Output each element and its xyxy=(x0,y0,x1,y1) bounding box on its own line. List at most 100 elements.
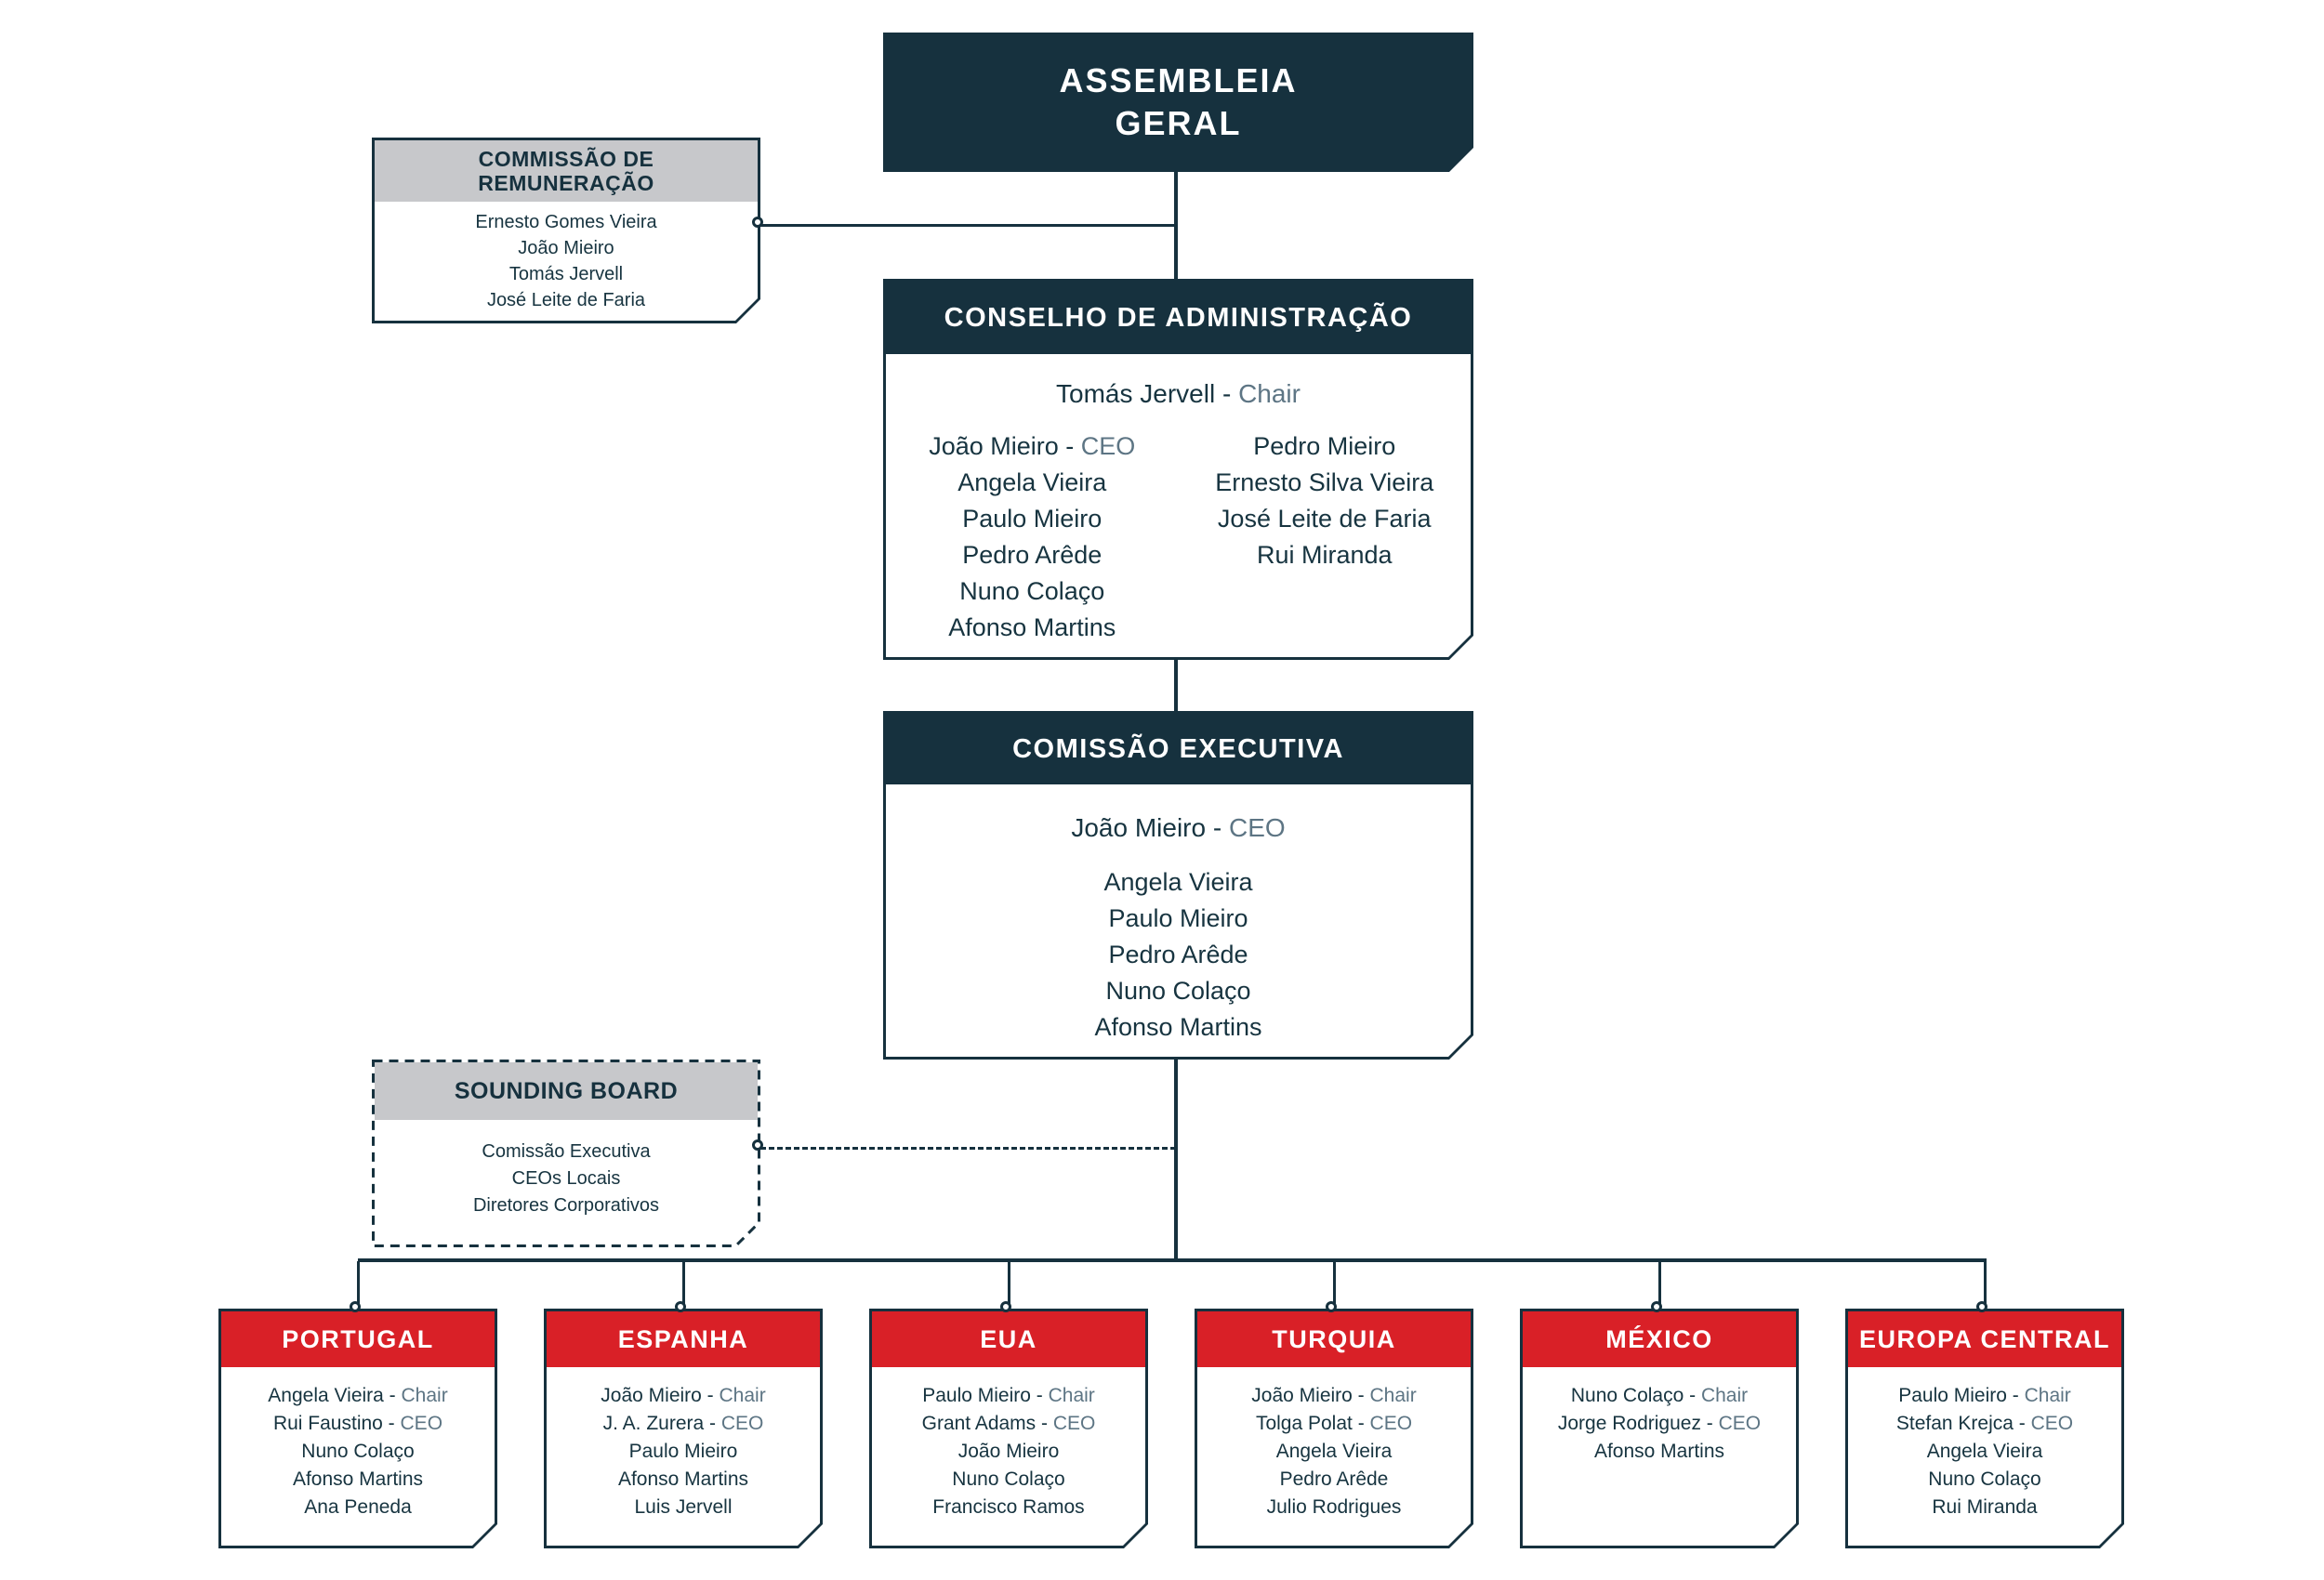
person: Angela Vieira xyxy=(886,864,1471,901)
person-name: Pedro Arêde xyxy=(1108,941,1248,968)
connector-remuneracao xyxy=(760,224,1176,227)
person-name: Paulo Mieiro xyxy=(962,505,1103,533)
region-title: ESPANHA xyxy=(617,1324,749,1353)
executiva-lead: João Mieiro - CEO xyxy=(886,812,1471,844)
person-role: Chair xyxy=(2024,1385,2071,1406)
connector-executiva-bus xyxy=(1174,1060,1178,1261)
person-name: Paulo Mieiro - xyxy=(922,1385,1049,1406)
person-name: Nuno Colaço xyxy=(1928,1468,2041,1490)
person: Paulo Mieiro xyxy=(547,1438,820,1466)
person: Stefan Krejca - CEO xyxy=(1848,1410,2121,1438)
sounding-board-dashed-border xyxy=(372,1060,760,1247)
person: Afonso Martins xyxy=(886,1009,1471,1046)
region-header: ESPANHA xyxy=(547,1311,820,1367)
connector-drop-europa xyxy=(1984,1261,1987,1309)
person-name: Angela Vieira xyxy=(1926,1441,2043,1462)
person: Jorge Rodriguez - CEO xyxy=(1523,1410,1796,1438)
connector-node-portugal xyxy=(350,1301,361,1312)
conselho-title: CONSELHO DE ADMINISTRAÇÃO xyxy=(944,302,1413,333)
person-name: Nuno Colaço - xyxy=(1570,1385,1701,1406)
person: João Mieiro - Chair xyxy=(547,1382,820,1410)
person: Comissão Executiva xyxy=(375,1139,758,1165)
person-name: Paulo Mieiro xyxy=(1108,904,1248,932)
person-name: Angela Vieira xyxy=(1275,1441,1393,1462)
person-role: Chair xyxy=(1238,379,1301,408)
person-name: João Mieiro - xyxy=(1071,813,1229,842)
connector-node-eua xyxy=(1000,1301,1011,1312)
person-name: Grant Adams - xyxy=(921,1413,1053,1434)
person: Rui Faustino - CEO xyxy=(221,1410,495,1438)
person: Paulo Mieiro - Chair xyxy=(872,1382,1145,1410)
person-name: Paulo Mieiro - xyxy=(1898,1385,2025,1406)
person-role: Chair xyxy=(1369,1385,1417,1406)
person: João Mieiro - CEO xyxy=(886,812,1471,844)
person: Pedro Arêde xyxy=(886,537,1179,573)
person-name: João Mieiro xyxy=(957,1441,1060,1462)
person-role: Chair xyxy=(1048,1385,1095,1406)
connector-node-mexico xyxy=(1651,1301,1662,1312)
person-name: João Mieiro - xyxy=(601,1385,720,1406)
person: Rui Miranda xyxy=(1179,537,1472,573)
remuneracao-box: COMMISSÃO DE REMUNERAÇÃO Ernesto Gomes V… xyxy=(372,138,760,323)
person-name: José Leite de Faria xyxy=(486,290,646,310)
person: Paulo Mieiro xyxy=(886,901,1471,937)
person-name: Ernesto Silva Vieira xyxy=(1215,468,1434,496)
region-title: TURQUIA xyxy=(1272,1324,1396,1353)
person-name: Jorge Rodriguez - xyxy=(1557,1413,1719,1434)
person-role: CEO xyxy=(1228,813,1286,842)
conselho-header: CONSELHO DE ADMINISTRAÇÃO xyxy=(886,282,1471,354)
person: Angela Vieira xyxy=(1848,1438,2121,1466)
connector-node-europa xyxy=(1976,1301,1987,1312)
person-name: Pedro Mieiro xyxy=(1253,432,1396,460)
person-name: Afonso Martins xyxy=(948,613,1116,641)
person: Nuno Colaço xyxy=(872,1466,1145,1494)
connector-drop-portugal xyxy=(357,1261,360,1309)
connector-conselho-executiva xyxy=(1174,660,1178,711)
person-name: Angela Vieira xyxy=(1103,868,1253,896)
person-name: Stefan Krejca - xyxy=(1895,1413,2031,1434)
person-name: Nuno Colaço xyxy=(301,1441,415,1462)
person: Pedro Arêde xyxy=(1197,1466,1471,1494)
conselho-box: CONSELHO DE ADMINISTRAÇÃO Tomás Jervell … xyxy=(883,279,1473,660)
person-name: Pedro Arêde xyxy=(962,541,1103,569)
person-name: Tolga Polat - xyxy=(1255,1413,1370,1434)
person-name: Diretores Corporativos xyxy=(472,1195,660,1216)
person: Ernesto Gomes Vieira xyxy=(375,209,758,235)
sounding-board-header: SOUNDING BOARD xyxy=(375,1062,758,1120)
region-header: EUROPA CENTRAL xyxy=(1848,1311,2121,1367)
connector-bus xyxy=(358,1258,1987,1262)
person: Ernesto Silva Vieira xyxy=(1179,465,1472,501)
person: Francisco Ramos xyxy=(872,1494,1145,1521)
person-role: CEO xyxy=(1052,1413,1096,1434)
person: João Mieiro - Chair xyxy=(1197,1382,1471,1410)
person: Afonso Martins xyxy=(886,610,1179,646)
person: Afonso Martins xyxy=(1523,1438,1796,1466)
region-title: EUA xyxy=(980,1324,1037,1353)
conselho-chair: Tomás Jervell - Chair xyxy=(886,378,1471,410)
person: Ana Peneda xyxy=(221,1494,495,1521)
person: Rui Miranda xyxy=(1848,1494,2121,1521)
person: Afonso Martins xyxy=(221,1466,495,1494)
person: Nuno Colaço - Chair xyxy=(1523,1382,1796,1410)
person-name: Rui Faustino - xyxy=(272,1413,401,1434)
person: Pedro Mieiro xyxy=(1179,428,1472,465)
person: Tomás Jervell - Chair xyxy=(886,378,1471,410)
person: Diretores Corporativos xyxy=(375,1192,758,1219)
executiva-box: COMISSÃO EXECUTIVA João Mieiro - CEO Ang… xyxy=(883,711,1473,1060)
connector-node-turquia xyxy=(1326,1301,1337,1312)
assembleia-geral-title: ASSEMBLEIA GERAL xyxy=(1059,61,1298,142)
executiva-title: COMISSÃO EXECUTIVA xyxy=(1012,733,1344,764)
person-name: Tomás Jervell - xyxy=(1056,379,1239,408)
person-name: Afonso Martins xyxy=(292,1468,424,1490)
person-name: Julio Rodrigues xyxy=(1266,1496,1402,1518)
